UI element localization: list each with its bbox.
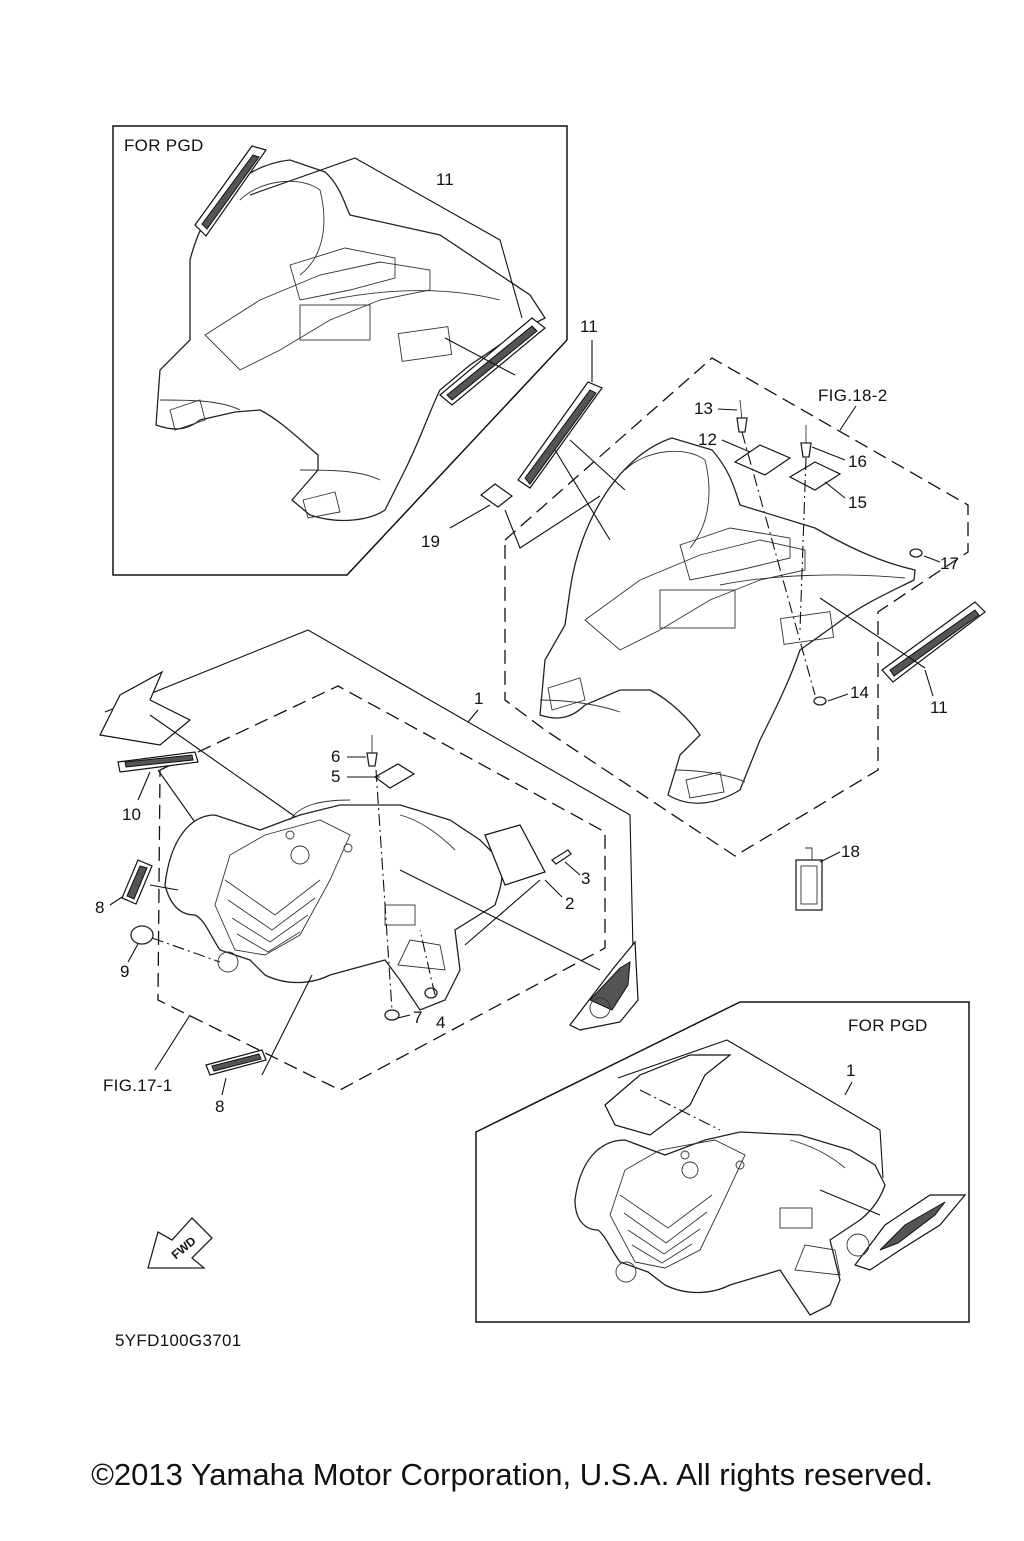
front-headlight — [217, 951, 239, 973]
rivet-3 — [550, 849, 572, 865]
plate-12 — [733, 444, 792, 476]
callout-5: 5 — [331, 767, 340, 786]
callout-15: 15 — [848, 493, 867, 512]
pgd-front-fender-box: FOR PGD 1 — [475, 1001, 970, 1323]
pgd-front-decal-upper — [604, 1054, 732, 1136]
callout-9: 9 — [120, 962, 129, 981]
rivet-6 — [366, 752, 378, 767]
callout-6: 6 — [331, 747, 340, 766]
callout-12: 12 — [698, 430, 717, 449]
plate-2 — [484, 824, 546, 886]
rear-fender-assembly: FIG.18-2 11 11 19 12 13 — [421, 317, 986, 911]
callout-11-right: 11 — [930, 698, 948, 717]
pgd-bottom-caption: FOR PGD — [848, 1016, 928, 1035]
fwd-arrow-icon — [147, 1217, 213, 1269]
callout-7: 7 — [413, 1008, 422, 1027]
rivet-13 — [736, 417, 748, 433]
fig-17-1-boundary — [157, 685, 606, 1091]
copyright-notice: ©2013 Yamaha Motor Corporation, U.S.A. A… — [91, 1457, 933, 1492]
front-fender-assembly: 1 FIG.17-1 10 3 2 — [95, 629, 639, 1116]
front-fender — [164, 804, 503, 1011]
callout-16: 16 — [848, 452, 867, 471]
callout-1-top: 1 — [474, 689, 483, 708]
pgd-box-outline — [112, 125, 568, 576]
rear-fender — [539, 437, 916, 804]
callout-17: 17 — [940, 554, 959, 573]
fig-17-1-caption: FIG.17-1 — [103, 1076, 172, 1095]
callout-8-upper: 8 — [95, 898, 104, 917]
callout-19: 19 — [421, 532, 440, 551]
callout-8-lower: 8 — [215, 1097, 224, 1116]
yamaha-emblem — [589, 997, 611, 1019]
emblem-9 — [130, 925, 154, 945]
grommet-4 — [424, 987, 438, 999]
fwd-indicator: FWD — [147, 1217, 213, 1269]
pgd-top-caption: FOR PGD — [124, 136, 204, 155]
callout-13: 13 — [694, 399, 713, 418]
callout-2: 2 — [565, 894, 574, 913]
pgd-logo-mark — [169, 399, 206, 431]
rivet-16 — [800, 442, 812, 458]
fig-18-2-boundary — [504, 357, 969, 857]
callout-14: 14 — [850, 683, 869, 702]
pgd-front-grille — [609, 1139, 746, 1269]
grommet-14 — [813, 696, 827, 706]
callout-4: 4 — [436, 1013, 445, 1032]
pgd-box-bottom-outline — [475, 1001, 970, 1323]
pgd-seat-well — [204, 261, 431, 371]
pgd-rear-fender-box: FOR PGD 11 — [112, 125, 568, 576]
rear-fender-logo — [547, 677, 586, 711]
label-19 — [479, 483, 514, 508]
callout-1-bottom: 1 — [846, 1061, 855, 1080]
pgd-front-fender — [574, 1131, 886, 1316]
diagram-code: 5YFD100G3701 — [115, 1331, 241, 1350]
fig-18-2-caption: FIG.18-2 — [818, 386, 887, 405]
front-grille — [214, 819, 351, 956]
callout-11-mid: 11 — [580, 317, 598, 336]
rear-fender-seat-well — [584, 539, 806, 651]
callout-18: 18 — [841, 842, 860, 861]
plate-15 — [788, 461, 842, 491]
grommet-17 — [909, 548, 923, 558]
callout-3: 3 — [581, 869, 590, 888]
plate-5 — [373, 763, 416, 789]
callout-10: 10 — [122, 805, 141, 824]
grommet-7 — [384, 1009, 400, 1021]
callout-11-pgd: 11 — [436, 170, 454, 189]
label-18 — [795, 859, 823, 911]
